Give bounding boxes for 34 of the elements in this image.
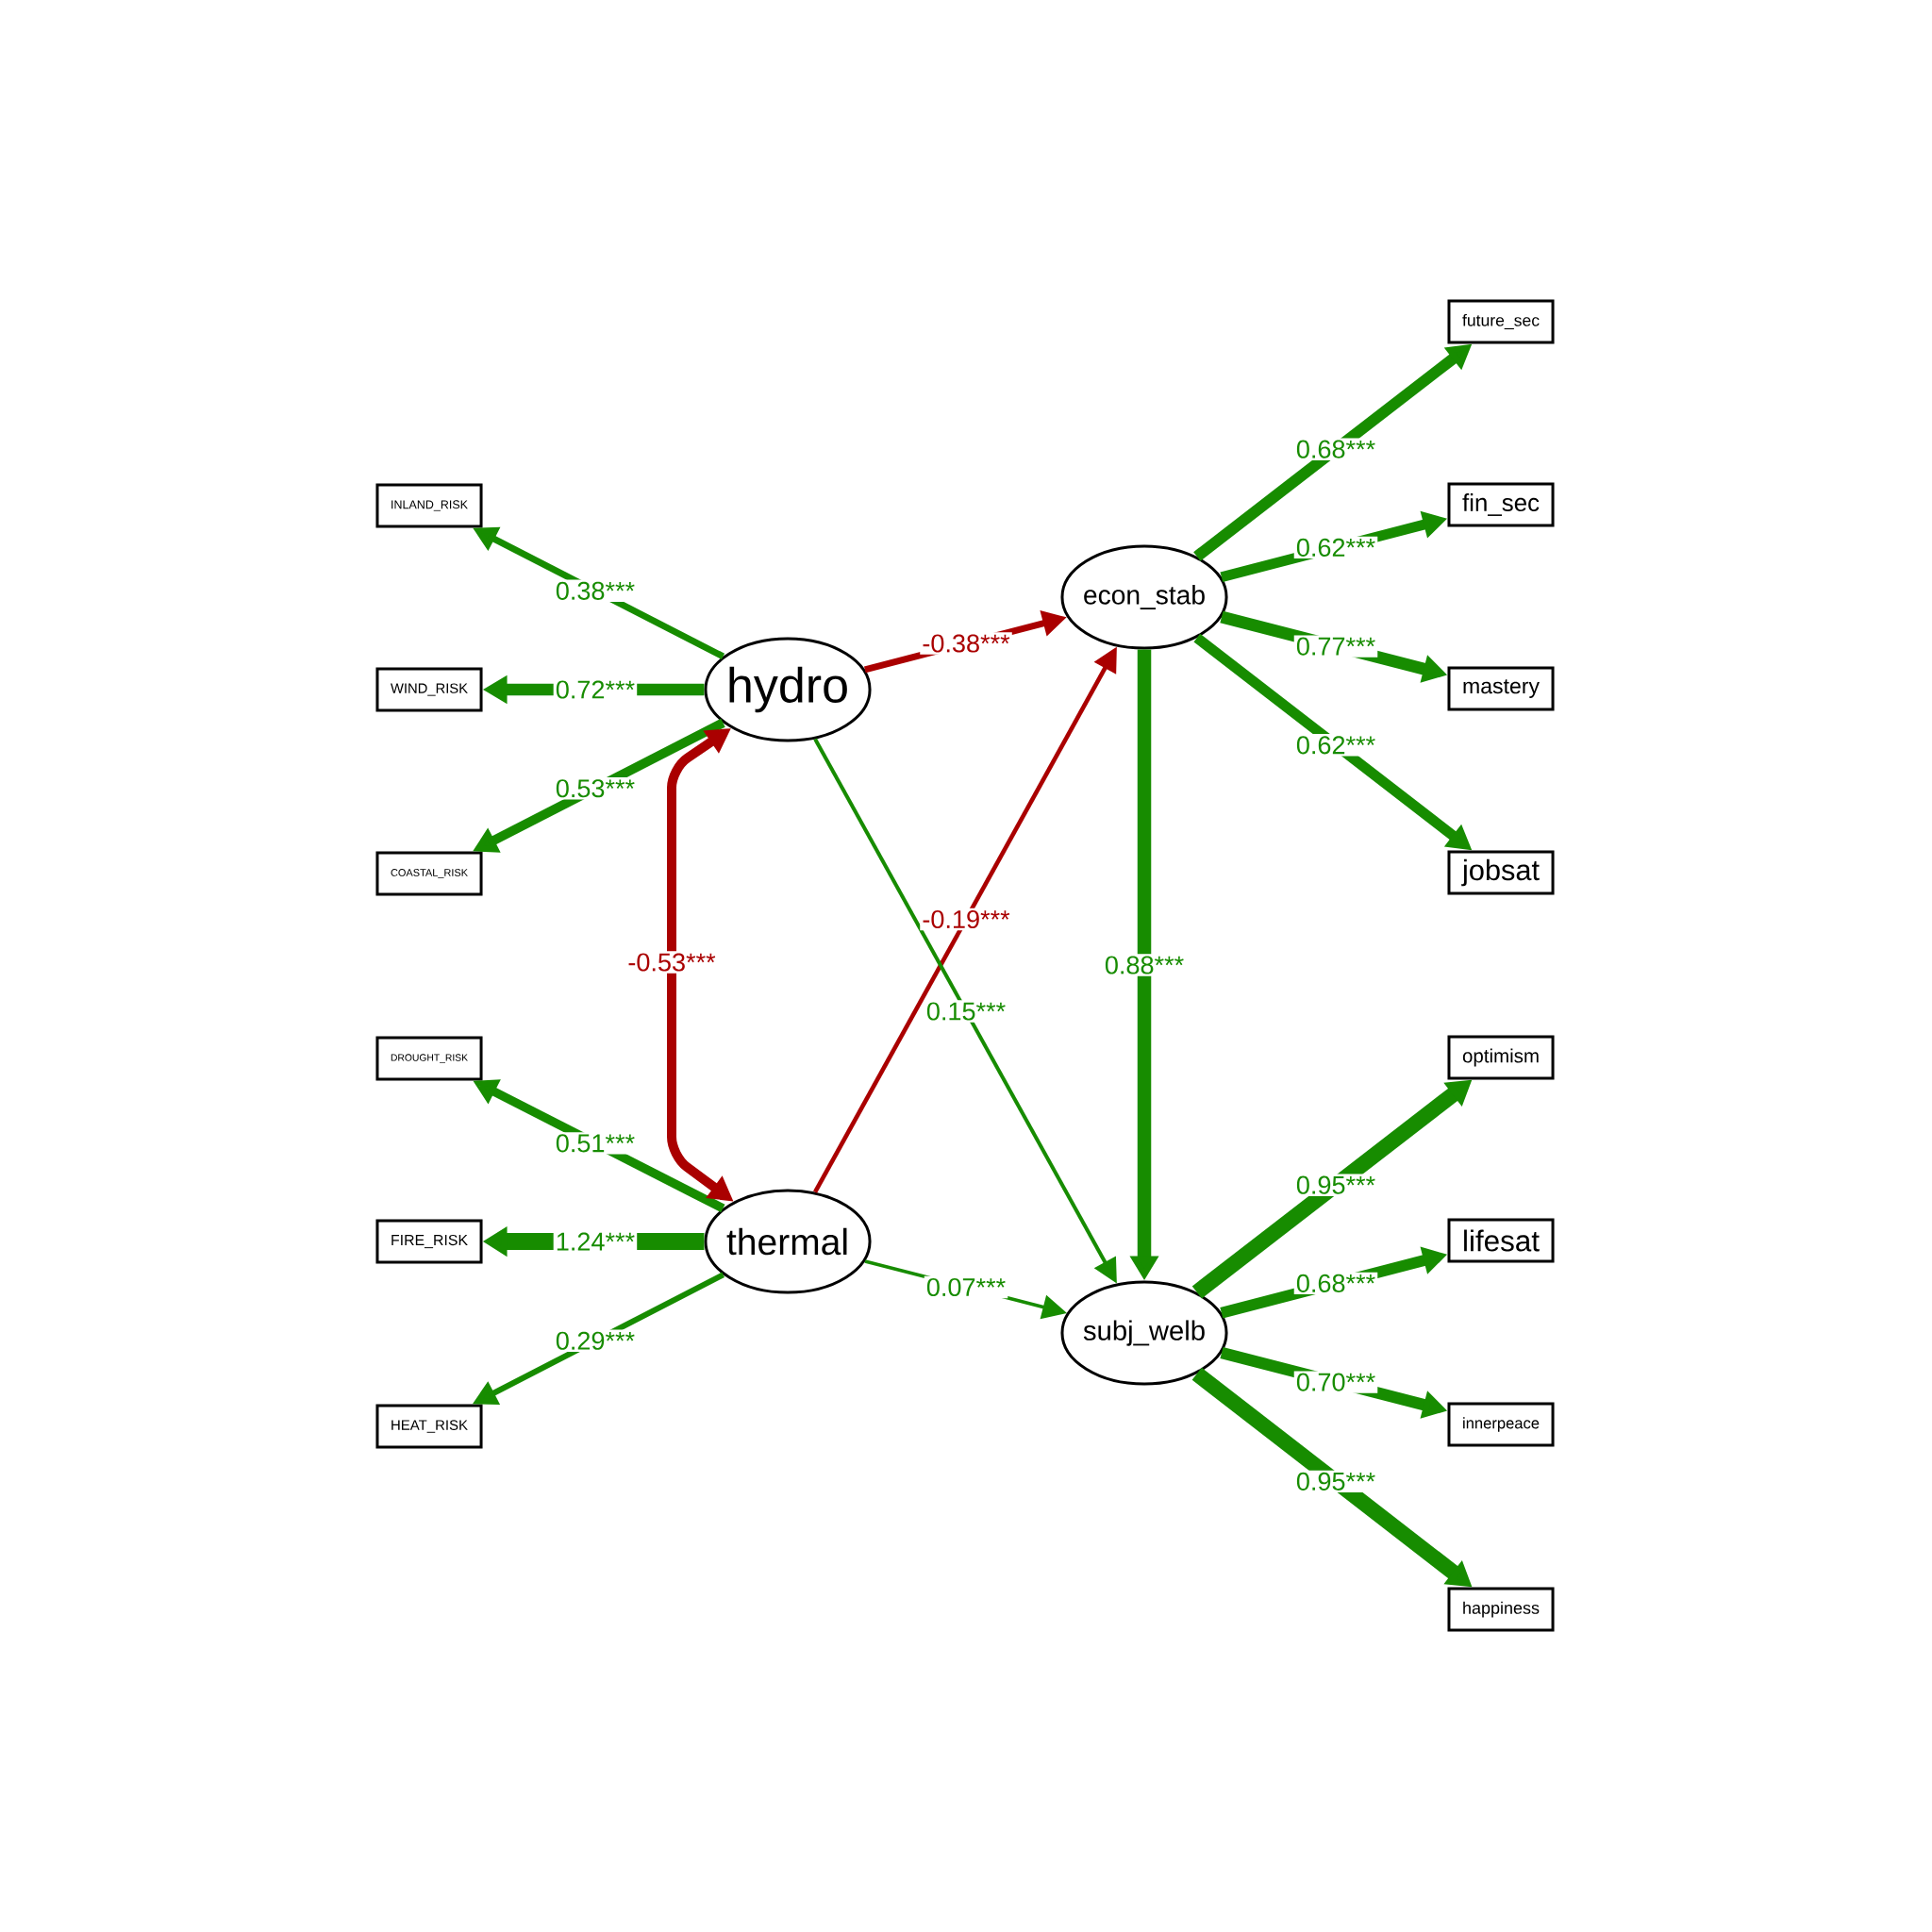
variable-box: happiness [1447, 1587, 1555, 1632]
edge-label: -0.38*** [920, 632, 1012, 655]
edge-label: 0.62*** [1293, 536, 1378, 559]
edge-label: 0.68*** [1293, 438, 1378, 460]
edge-label: -0.53*** [625, 951, 718, 974]
variable-box: mastery [1447, 666, 1555, 711]
variable-box: HEAT_RISK [375, 1404, 483, 1449]
edge-label: 0.95*** [1293, 1174, 1378, 1196]
variable-box: innerpeace [1447, 1402, 1555, 1447]
variable-box: optimism [1447, 1035, 1555, 1080]
edge-label: 0.68*** [1293, 1272, 1378, 1295]
edge-label: 0.77*** [1293, 635, 1378, 658]
variable-box: fin_sec [1447, 482, 1555, 527]
edge-label: 1.24*** [553, 1230, 638, 1253]
variable-box: DROUGHT_RISK [375, 1036, 483, 1081]
edge-label: 0.07*** [924, 1275, 1008, 1299]
edge-label: 0.15*** [924, 1000, 1008, 1023]
edge-label: 0.72*** [553, 678, 638, 701]
variable-box: jobsat [1447, 850, 1555, 895]
variable-box: WIND_RISK [375, 667, 483, 712]
variable-box: future_sec [1447, 299, 1555, 344]
edge-label: 0.62*** [1293, 734, 1378, 757]
edge-label: -0.19*** [920, 908, 1012, 931]
variable-box: COASTAL_RISK [375, 851, 483, 896]
edge-label: 0.95*** [1293, 1470, 1378, 1493]
variable-box: lifesat [1447, 1218, 1555, 1263]
variable-box: INLAND_RISK [375, 483, 483, 528]
edge-label: 0.53*** [553, 777, 638, 800]
variable-box: FIRE_RISK [375, 1219, 483, 1264]
edge-label: 0.70*** [1293, 1371, 1378, 1393]
edge-label: 0.38*** [553, 579, 638, 602]
edge-label: 0.51*** [553, 1132, 638, 1155]
edge-label: 0.88*** [1102, 954, 1187, 976]
edge-label: 0.29*** [553, 1329, 638, 1352]
